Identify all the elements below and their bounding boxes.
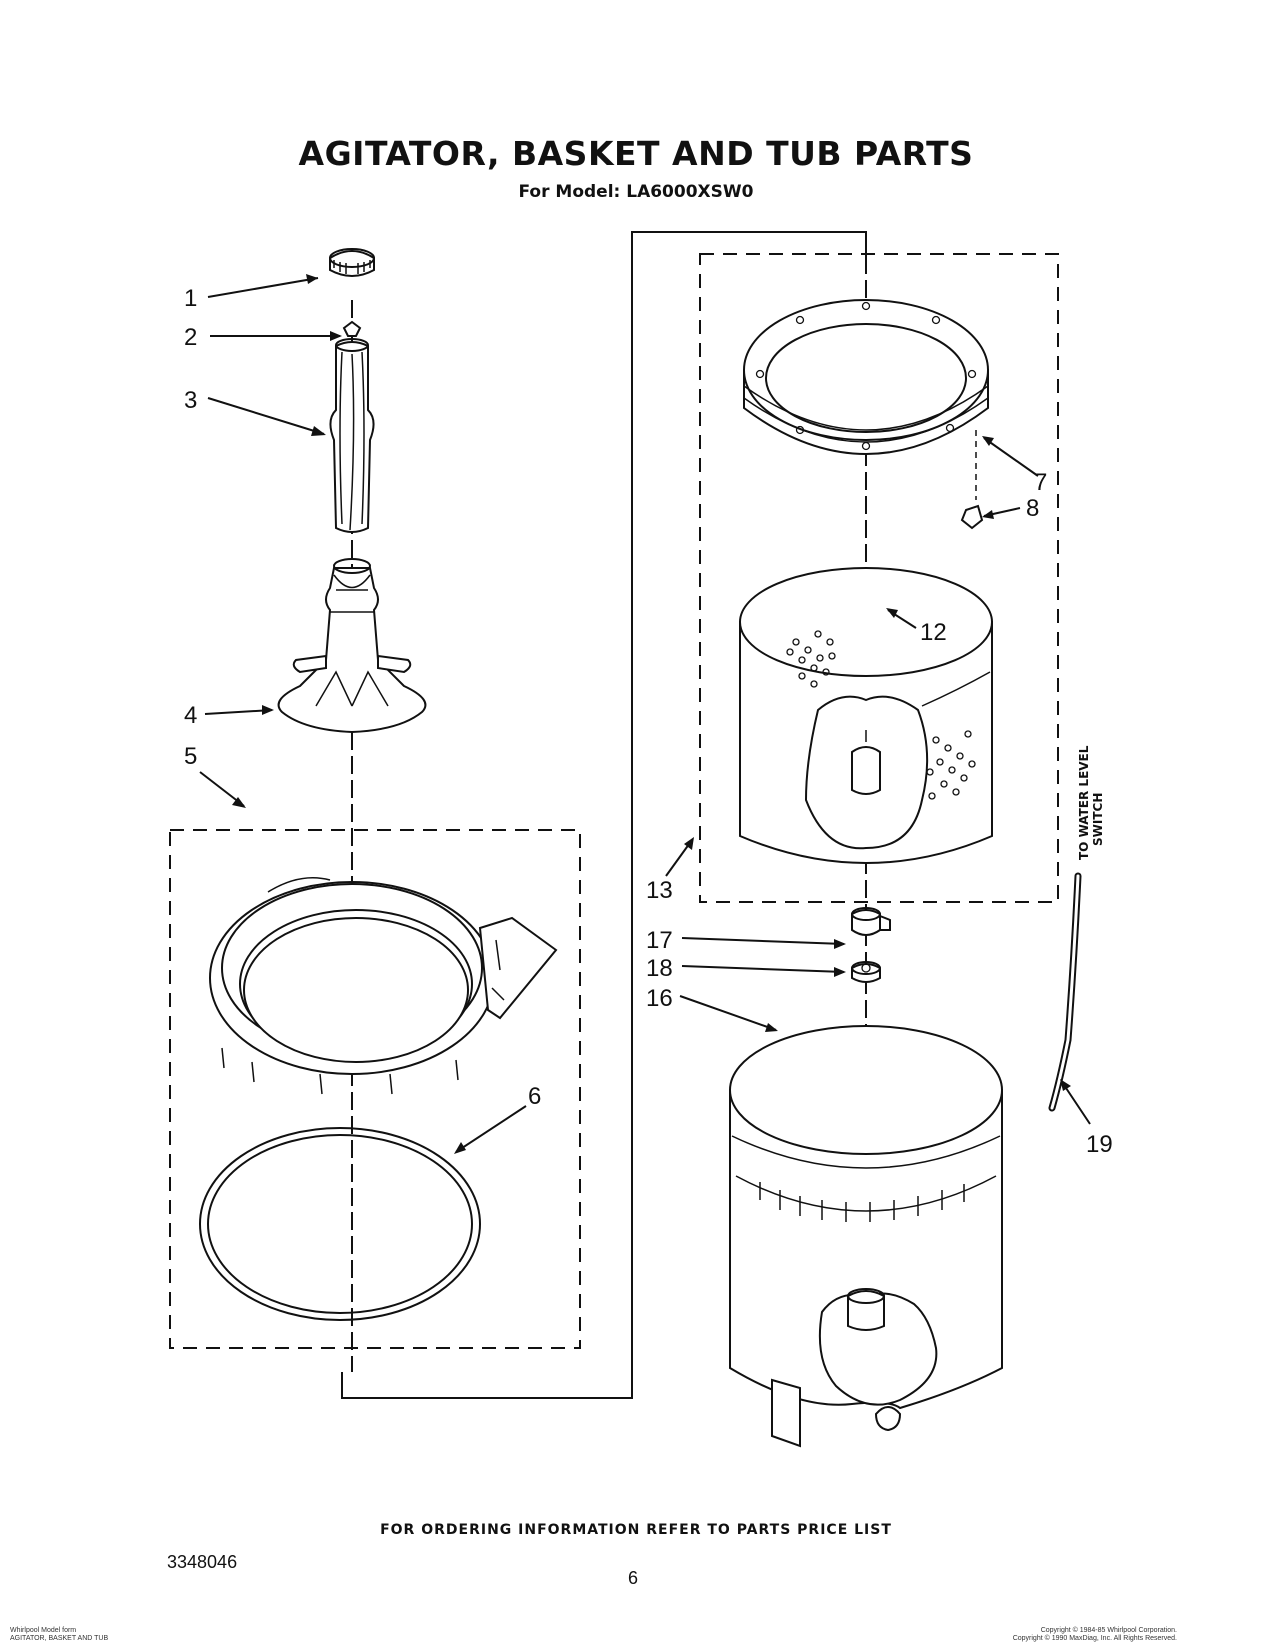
page-title: AGITATOR, BASKET AND TUB PARTS — [298, 134, 974, 173]
part-17-coupling — [851, 907, 891, 936]
part-13-wash-basket — [739, 567, 993, 864]
hose-note-line-2: SWITCH — [1091, 793, 1105, 846]
footer-left: Whirlpool Model form AGITATOR, BASKET AN… — [10, 1627, 108, 1643]
part-7-balance-ring — [743, 299, 989, 500]
part-8-clip — [960, 504, 984, 530]
part-19-hose — [1048, 872, 1082, 1112]
callout-1: 1 — [184, 285, 197, 312]
part-13-group-box — [699, 253, 1059, 903]
callout-5: 5 — [184, 743, 197, 770]
callout-18: 18 — [646, 955, 673, 982]
callout-3: 3 — [184, 387, 197, 414]
part-4-agitator-base — [277, 558, 427, 734]
callout-leader-lines — [199, 274, 1091, 1154]
assembly-connector-line — [341, 231, 867, 1399]
footer-right: Copyright © 1984-85 Whirlpool Corporatio… — [1013, 1627, 1177, 1643]
callout-6: 6 — [528, 1083, 541, 1110]
hose-note-line-1: TO WATER LEVEL — [1077, 745, 1091, 860]
callout-19: 19 — [1086, 1131, 1113, 1158]
part-16-outer-tub — [729, 1025, 1003, 1448]
callout-13: 13 — [646, 877, 673, 904]
part-1-agitator-cap — [329, 248, 375, 277]
footer-right-line-2: Copyright © 1990 MaxDiag, Inc. All Right… — [1012, 1635, 1177, 1642]
page-number: 6 — [628, 1568, 639, 1588]
callout-7: 7 — [1034, 469, 1047, 496]
callout-8: 8 — [1026, 495, 1039, 522]
footer-left-line-1: Whirlpool Model form — [10, 1627, 77, 1634]
model-subtitle: For Model: LA6000XSW0 — [518, 182, 754, 202]
document-number: 3348046 — [167, 1552, 238, 1572]
hose-note: TO WATER LEVEL SWITCH — [1077, 745, 1105, 860]
part-5-group-box — [169, 829, 581, 1349]
footer-left-line-2: AGITATOR, BASKET AND TUB — [10, 1635, 109, 1642]
callout-16: 16 — [646, 985, 673, 1012]
callout-12: 12 — [920, 619, 947, 646]
callout-4: 4 — [184, 702, 197, 729]
ordering-note: FOR ORDERING INFORMATION REFER TO PARTS … — [380, 1522, 892, 1538]
part-6-seal-ring — [199, 1127, 481, 1321]
callout-labels: 1 2 3 4 5 6 7 8 12 13 16 17 18 19 — [184, 285, 1113, 1158]
callout-2: 2 — [184, 324, 197, 351]
part-5-tub-ring — [209, 877, 558, 1095]
part-3-agitator-barrel — [329, 338, 375, 533]
callout-17: 17 — [646, 927, 673, 954]
part-18-seal — [851, 961, 881, 983]
footer-right-line-1: Copyright © 1984-85 Whirlpool Corporatio… — [1040, 1627, 1177, 1634]
